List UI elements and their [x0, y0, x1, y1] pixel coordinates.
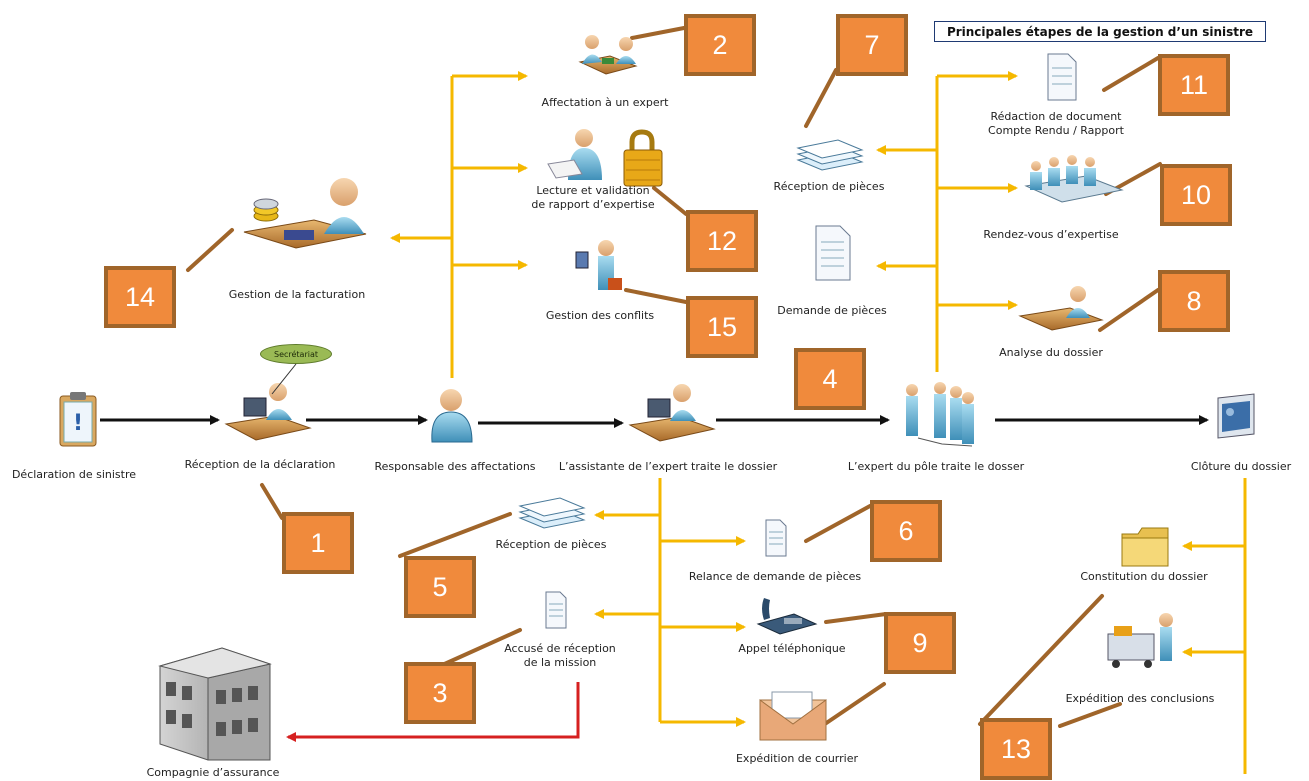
- label-demande-pieces: Demande de pièces: [777, 304, 887, 317]
- step-1: 1: [282, 512, 354, 574]
- building-icon: [158, 647, 272, 761]
- label-assistante: L’assistante de l’expert traite le dossi…: [558, 460, 778, 473]
- receipt-doc-icon: [545, 591, 567, 629]
- closure-screen-icon: [1217, 393, 1255, 439]
- step-6: 6: [870, 500, 942, 562]
- label-accuse-2: de la mission: [523, 656, 597, 669]
- step-7: 7: [836, 14, 908, 76]
- report-icon: [1047, 53, 1077, 101]
- label-reception-pieces-bottom: Réception de pièces: [495, 538, 607, 551]
- analyst-icon: [1018, 286, 1104, 331]
- label-lecture-2: de rapport d’expertise: [531, 198, 655, 211]
- manager-icon: [431, 389, 473, 443]
- folder-icon: [1121, 527, 1169, 567]
- step-15: 15: [686, 296, 758, 358]
- reminder-doc-icon: [765, 519, 787, 557]
- label-compagnie: Compagnie d’assurance: [146, 766, 280, 779]
- bubble-pointer: [271, 363, 297, 395]
- papers-bottom-icon: [518, 497, 586, 529]
- label-expert: L’expert du pôle traite le dosser: [847, 460, 1025, 473]
- meeting-icon: [578, 35, 638, 75]
- label-redaction-2: Compte Rendu / Rapport: [988, 124, 1124, 137]
- branch-cloture: [1182, 478, 1247, 774]
- label-relance: Relance de demande de pièces: [688, 570, 862, 583]
- clipboard-icon: !: [59, 392, 97, 447]
- label-redaction-1: Rédaction de document: [990, 110, 1122, 123]
- shipping-cart-icon: [1107, 613, 1173, 668]
- step-14: 14: [104, 266, 176, 328]
- main-flow: [100, 415, 1209, 428]
- reader-icon: [547, 129, 602, 180]
- secretariat-bubble: Secrétariat: [260, 344, 332, 364]
- branch-assistante: [594, 478, 746, 727]
- label-cloture: Clôture du dossier: [1190, 460, 1292, 473]
- label-accuse-1: Accusé de réception: [504, 642, 616, 655]
- document-icon: [815, 225, 851, 281]
- billing-icon: [243, 178, 367, 249]
- step-4: 4: [794, 348, 866, 410]
- receptionist-icon: [224, 383, 312, 441]
- label-lecture-1: Lecture et validation: [536, 184, 650, 197]
- padlock-icon: [623, 129, 663, 187]
- branch-responsable: [390, 71, 528, 378]
- step-10: 10: [1160, 164, 1232, 226]
- step-connectors: [186, 26, 1162, 732]
- label-appel: Appel téléphonique: [738, 642, 846, 655]
- label-expedition-conclusions: Expédition des conclusions: [1065, 692, 1215, 705]
- conference-icon: [1024, 155, 1124, 203]
- label-affectation: Affectation à un expert: [541, 96, 669, 109]
- assistant-icon: [628, 384, 716, 442]
- step-2: 2: [684, 14, 756, 76]
- insurer-flow: [286, 682, 580, 742]
- phone-icon: [756, 598, 818, 635]
- label-rdv: Rendez-vous d’expertise: [983, 228, 1119, 241]
- step-11: 11: [1158, 54, 1230, 116]
- step-8: 8: [1158, 270, 1230, 332]
- label-facturation: Gestion de la facturation: [228, 288, 366, 301]
- label-declaration: Déclaration de sinistre: [11, 468, 137, 481]
- experts-icon: [906, 382, 974, 447]
- diagram-title: Principales étapes de la gestion d’un si…: [934, 21, 1266, 42]
- step-9: 9: [884, 612, 956, 674]
- label-analyse: Analyse du dossier: [999, 346, 1103, 359]
- step-3: 3: [404, 662, 476, 724]
- conflict-icon: [575, 240, 622, 290]
- label-expedition-courrier: Expédition de courrier: [735, 752, 858, 765]
- step-12: 12: [686, 210, 758, 272]
- label-constitution: Constitution du dossier: [1080, 570, 1208, 583]
- label-responsable: Responsable des affectations: [374, 460, 536, 473]
- step-13: 13: [980, 718, 1052, 780]
- papers-icon: [796, 139, 864, 171]
- branch-expert: [876, 71, 1018, 372]
- envelope-icon: [759, 691, 827, 741]
- label-reception-pieces-top: Réception de pièces: [773, 180, 885, 193]
- step-5: 5: [404, 556, 476, 618]
- label-reception: Réception de la déclaration: [184, 458, 336, 471]
- svg-text:!: !: [73, 411, 83, 436]
- label-conflits: Gestion des conflits: [545, 309, 655, 322]
